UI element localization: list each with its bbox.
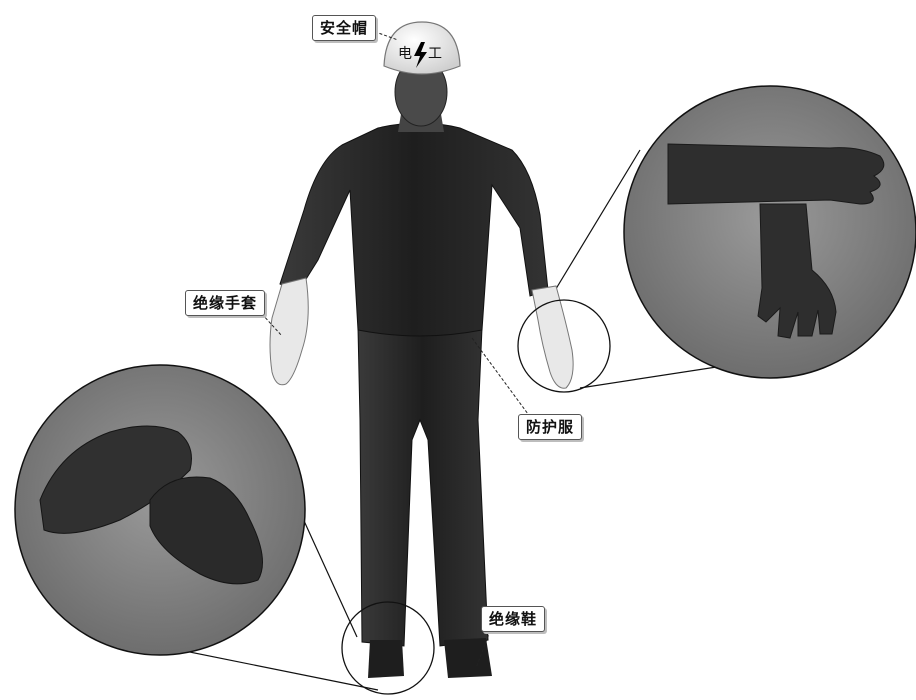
shirt-torso <box>280 123 548 336</box>
left-white-glove <box>270 278 308 385</box>
shoes-callout: 绝缘鞋 <box>481 606 545 632</box>
glove-zoom-inset <box>624 86 916 378</box>
zoom-glove-horizontal <box>668 144 884 204</box>
helmet-callout: 安全帽 <box>312 15 376 41</box>
worker-figure: 电 工 <box>270 22 573 678</box>
gloves-callout: 绝缘手套 <box>185 290 265 316</box>
left-shoe <box>368 640 404 678</box>
helmet-mark-tail-text: 工 <box>428 46 442 62</box>
helmet-mark-text: 电 <box>398 46 412 62</box>
shoe-zoom-inset <box>15 365 305 655</box>
trousers <box>358 328 488 646</box>
right-shoe <box>444 638 492 678</box>
clothing-callout: 防护服 <box>518 414 582 440</box>
